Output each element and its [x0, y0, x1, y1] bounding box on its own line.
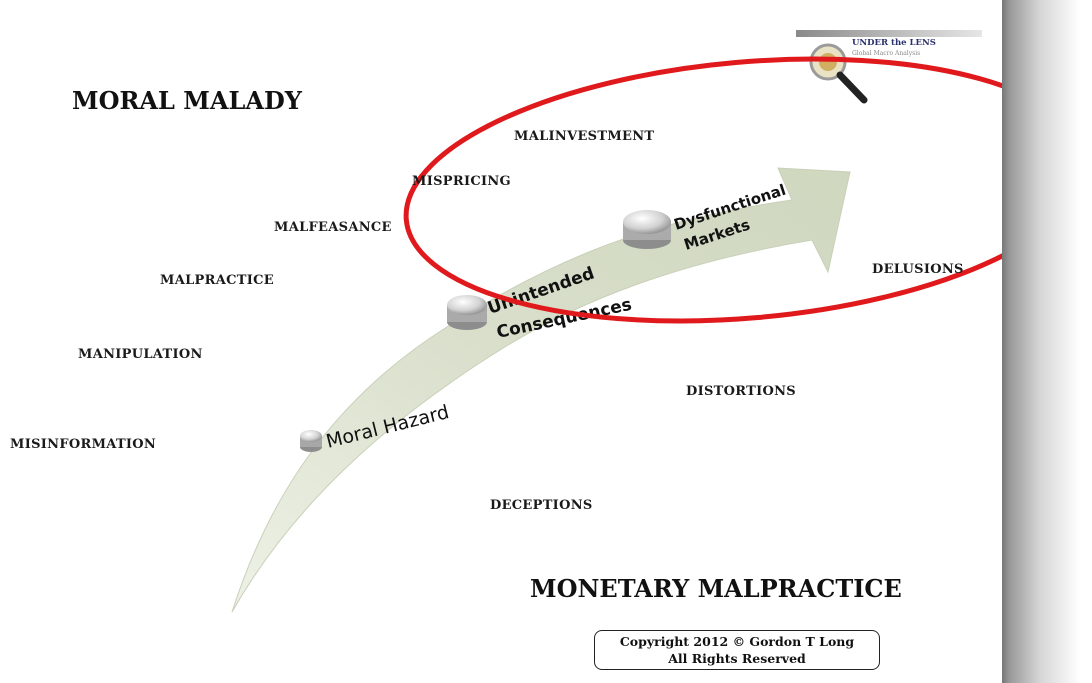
term-mispricing: MISPRICING [412, 174, 511, 189]
disc-moral-hazard [300, 430, 322, 452]
term-malinvestment: MALINVESTMENT [514, 129, 655, 144]
copyright-line2: All Rights Reserved [668, 651, 806, 666]
diagram-art: Moral Hazard Unintended Consequences Dys… [231, 30, 1002, 613]
magnifier-icon [809, 43, 868, 104]
term-malfeasance: MALFEASANCE [274, 220, 392, 235]
copyright-line1: Copyright 2012 © Gordon T Long [619, 634, 855, 649]
term-misinformation: MISINFORMATION [10, 437, 157, 452]
term-manipulation: MANIPULATION [78, 347, 203, 362]
slide: Moral Hazard Unintended Consequences Dys… [10, 30, 1002, 670]
heading-monetary-malpractice: MONETARY MALPRACTICE [530, 574, 902, 603]
progress-arrow [231, 167, 851, 613]
disc-unintended [447, 295, 487, 330]
logo-subtitle: Global Macro Analysis [852, 50, 921, 57]
heading-moral-malady: MORAL MALADY [72, 86, 302, 115]
disc-dysfunctional [623, 210, 671, 249]
term-malpractice: MALPRACTICE [160, 273, 274, 288]
copyright-box: Copyright 2012 © Gordon T Long All Right… [594, 630, 880, 670]
page-shadow [1000, 0, 1092, 683]
term-delusions: DELUSIONS [872, 262, 964, 277]
term-distortions: DISTORTIONS [686, 384, 796, 399]
highlight-ellipse [403, 56, 1002, 324]
logo-bar [796, 30, 982, 37]
term-deceptions: DECEPTIONS [490, 498, 593, 513]
logo-title: UNDER the LENS [852, 38, 936, 48]
